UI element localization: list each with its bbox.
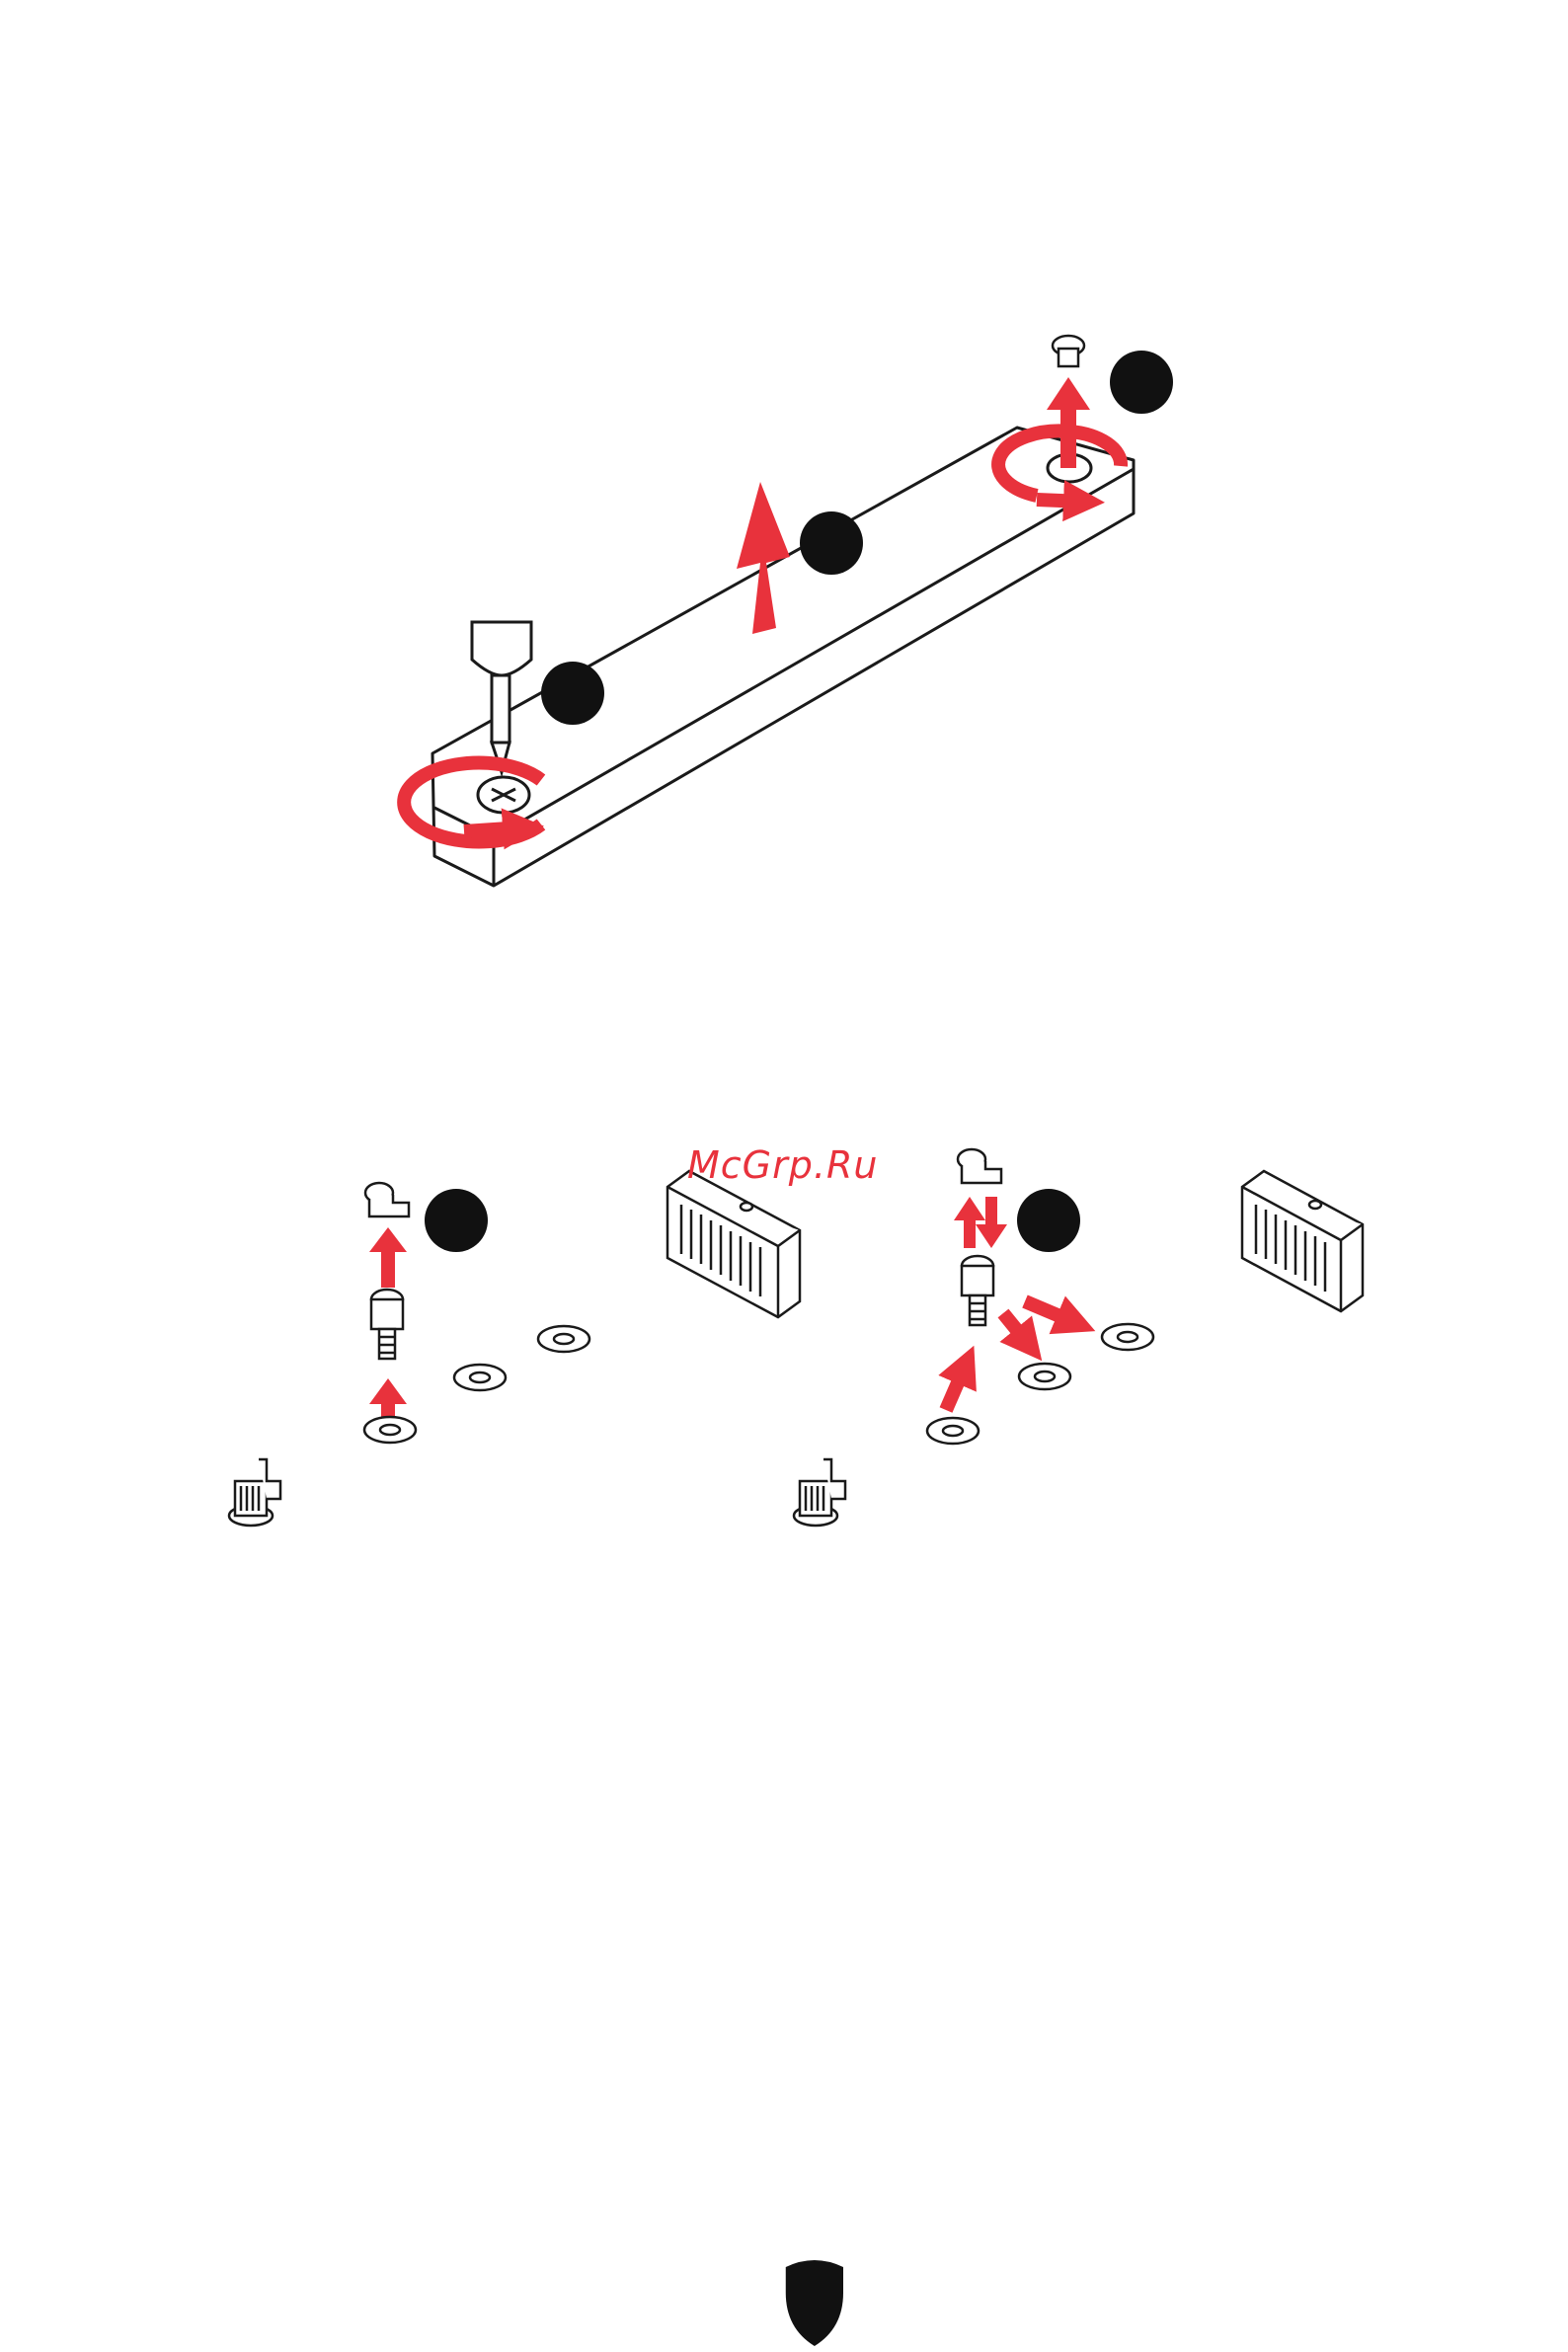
move-arrows xyxy=(946,1301,1076,1410)
step-marker-4 xyxy=(425,1189,488,1252)
mounting-hole-icon xyxy=(364,1326,589,1443)
standoff-install-left-figure xyxy=(229,1171,800,1526)
m2-connector-icon-left xyxy=(667,1171,800,1317)
standoff-base-icon-right xyxy=(794,1459,845,1526)
up-arrow-left-upper xyxy=(369,1227,407,1288)
left-screw-icon xyxy=(478,777,529,813)
standoff-screw-icon-right xyxy=(962,1256,993,1325)
step-marker-1 xyxy=(541,662,604,725)
step-marker-5 xyxy=(1017,1189,1080,1252)
up-down-arrows xyxy=(954,1197,1007,1248)
standoff-clip-icon xyxy=(365,1183,409,1216)
step-marker-2 xyxy=(800,511,863,575)
m2-connector-icon-right xyxy=(1242,1171,1363,1311)
standoff-base-icon-left xyxy=(229,1459,280,1526)
m2-heatsink-figure xyxy=(404,336,1173,886)
step-marker-3 xyxy=(1110,351,1173,414)
standoff-clip-icon-right xyxy=(958,1149,1001,1183)
watermark-text: McGrp.Ru xyxy=(687,1143,878,1187)
msi-shield-logo-icon xyxy=(786,2260,843,2346)
removed-screw-icon xyxy=(1053,336,1084,366)
standoff-relocate-right-figure xyxy=(794,1149,1363,1526)
standoff-screw-icon xyxy=(371,1290,403,1359)
